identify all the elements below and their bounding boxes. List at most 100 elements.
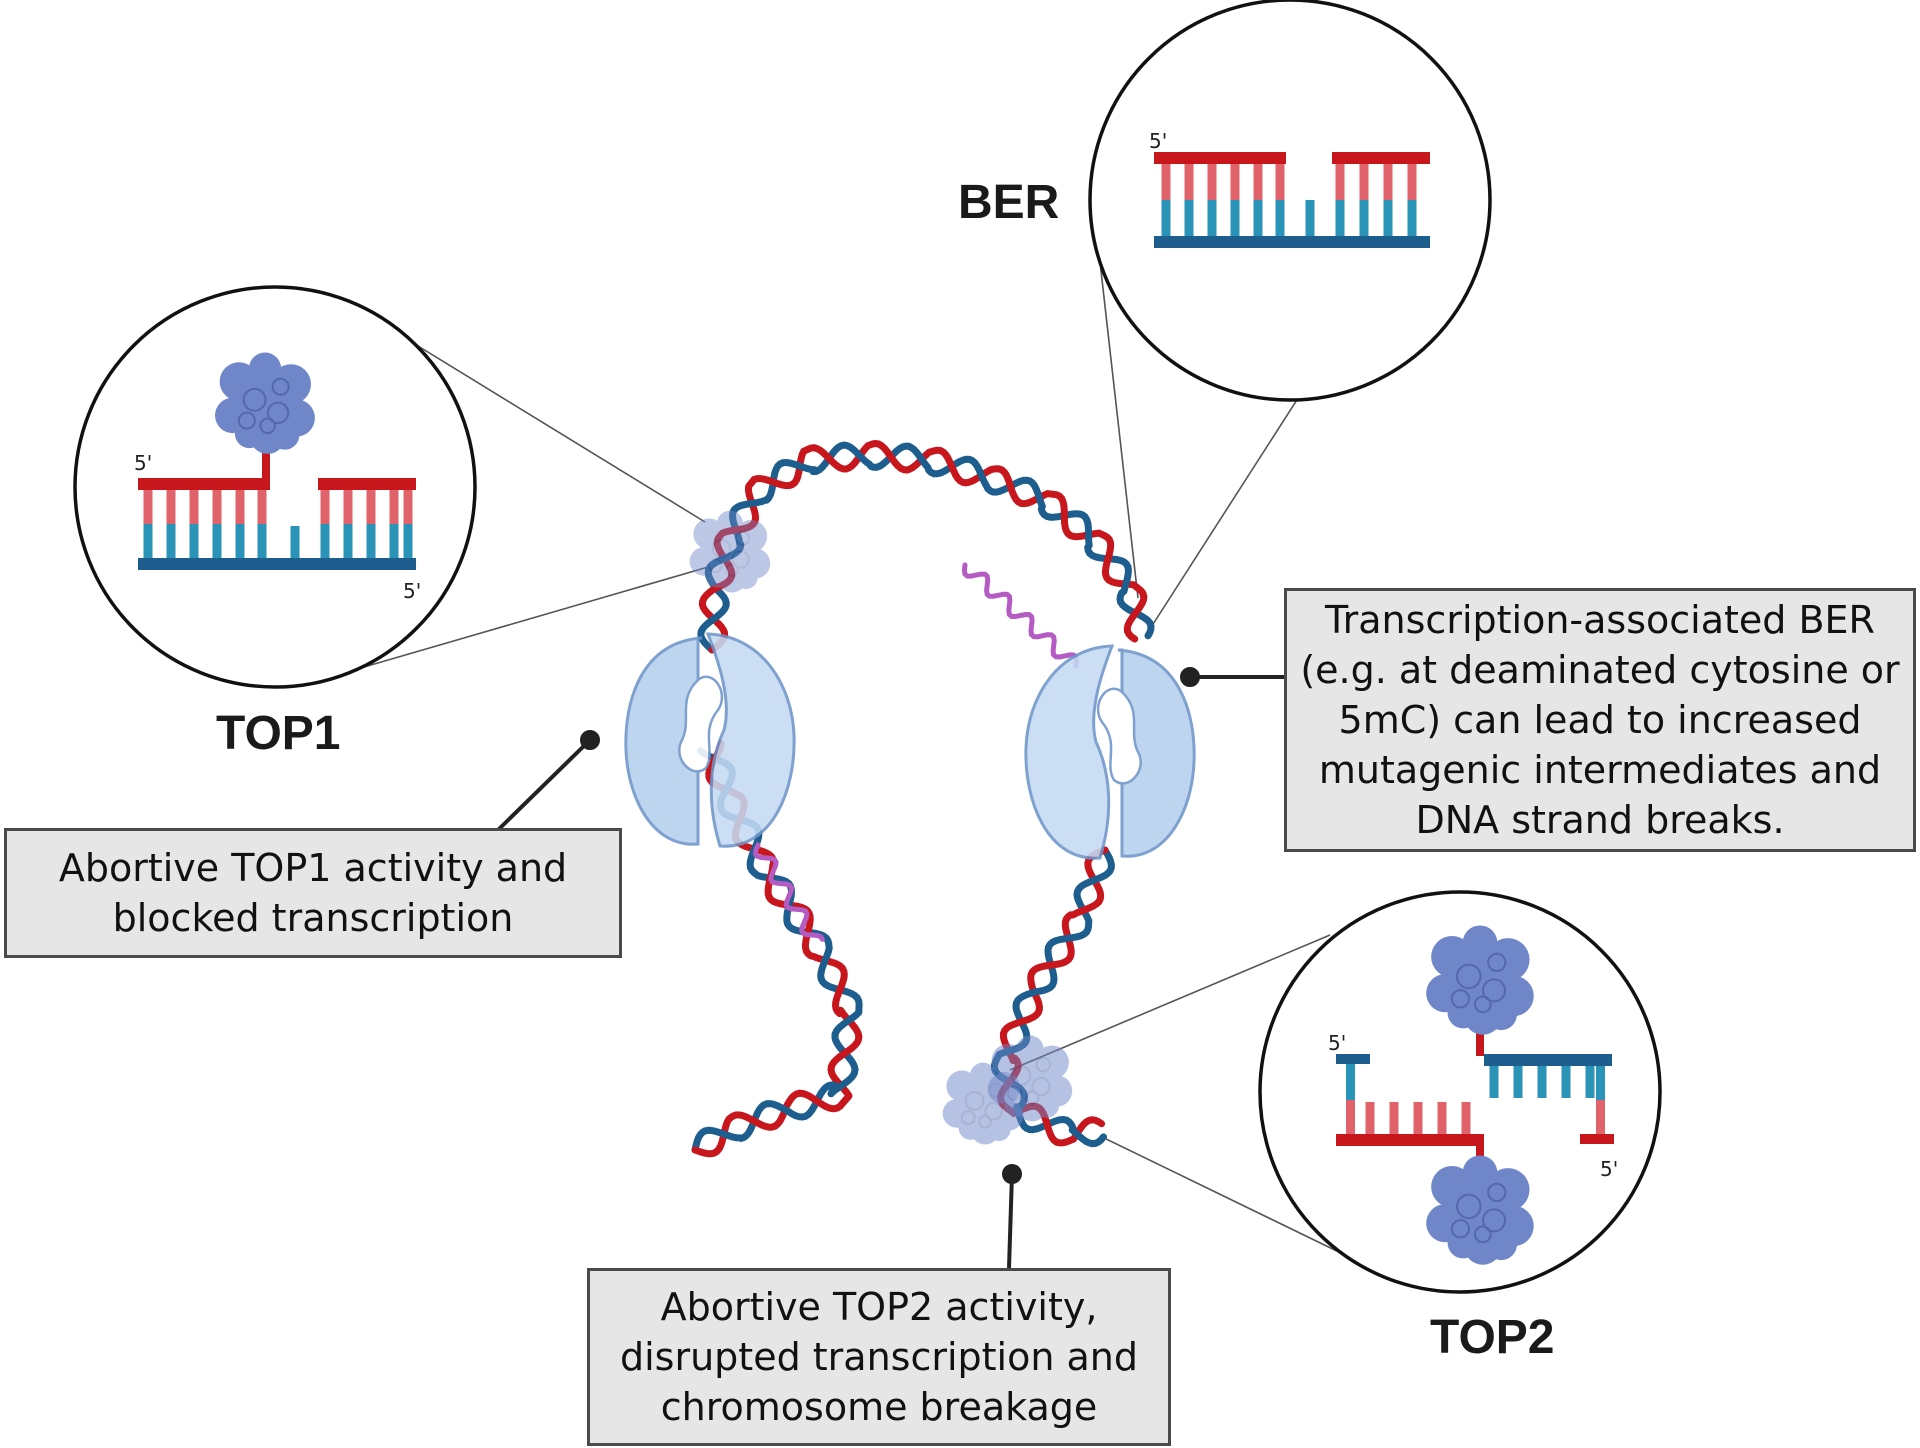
dna-base-rung xyxy=(1407,200,1417,236)
enzyme-detail xyxy=(725,562,739,577)
dna-backbone-blue xyxy=(138,558,416,570)
enzyme-detail xyxy=(711,538,732,559)
enzyme-detail xyxy=(960,1110,976,1126)
polymerase-lobe xyxy=(1024,644,1115,860)
dna-base-rung xyxy=(1537,1066,1547,1098)
dna-base-rung xyxy=(1253,200,1263,236)
box-line: DNA strand breaks. xyxy=(1415,798,1785,842)
polymerase-lobe xyxy=(1117,648,1196,858)
rna-strand xyxy=(752,842,825,942)
dna-base-rung xyxy=(1596,1066,1605,1102)
dna-base-rung xyxy=(1161,164,1171,200)
dna-base-rung xyxy=(143,524,153,558)
box-line: chromosome breakage xyxy=(660,1385,1098,1429)
dna-strand-red xyxy=(699,440,1148,654)
dna-backbone-red xyxy=(138,478,270,490)
dna-base-rung xyxy=(1365,1102,1375,1134)
dna-backbone-blue xyxy=(1336,1054,1370,1064)
dna-base-rung xyxy=(1305,200,1315,236)
five-prime-label: 5' xyxy=(403,579,421,603)
enzyme-lobe xyxy=(1034,1093,1059,1118)
dna-base-rung xyxy=(235,524,245,558)
dna-base-rung xyxy=(189,524,199,558)
enzyme-detail xyxy=(964,1090,985,1111)
enzyme-detail xyxy=(266,401,290,424)
enzyme-link xyxy=(1476,1022,1484,1056)
enzyme-lobe xyxy=(248,352,282,385)
top1-inset-dna xyxy=(138,352,416,570)
enzyme-detail xyxy=(1482,1208,1506,1233)
dna-strand-blue xyxy=(697,441,1155,654)
dna-base-rung xyxy=(1489,1066,1499,1098)
dna-base-rung xyxy=(1596,1100,1605,1134)
five-prime-label: 5' xyxy=(1600,1157,1618,1181)
top2-label: TOP2 xyxy=(1430,1311,1555,1364)
dna-base-rung xyxy=(1230,200,1240,236)
enzyme-detail xyxy=(237,411,256,430)
dna-base-rung xyxy=(1585,1066,1595,1098)
rna-polymerase-icon xyxy=(1024,644,1196,860)
top1-label: TOP1 xyxy=(216,707,341,760)
dna-base-rung xyxy=(1359,164,1369,200)
rna-polymerases xyxy=(624,632,1196,860)
top2-description-box: Abortive TOP2 activity, disrupted transc… xyxy=(587,1268,1171,1446)
enzyme-detail xyxy=(1473,1225,1492,1244)
ber-magnifier xyxy=(1088,0,1492,402)
box-line: (e.g. at deaminated cytosine or xyxy=(1300,648,1900,692)
dna-base-rung xyxy=(1346,1100,1355,1134)
dna-base-rung xyxy=(1275,200,1285,236)
enzyme-lobe xyxy=(705,564,730,588)
dna-base-rung xyxy=(1275,164,1285,200)
enzyme-detail xyxy=(1031,1076,1051,1097)
top1-magnifier xyxy=(73,285,477,689)
dna-base-rung xyxy=(1335,164,1345,200)
polymerase-channel xyxy=(678,675,724,773)
dna-backbone-red xyxy=(1154,152,1286,164)
enzyme-detail xyxy=(984,1102,1003,1121)
dna-base-rung xyxy=(1161,200,1171,236)
dna-base-rung xyxy=(1207,200,1217,236)
dna-base-rung xyxy=(403,524,413,558)
dna-strand-red xyxy=(698,440,1148,643)
dna-backbone-red xyxy=(1332,152,1430,164)
dna-base-rung xyxy=(166,490,176,524)
dna-base-rung xyxy=(257,490,267,524)
box-line: blocked transcription xyxy=(112,896,514,940)
enzyme-lobe xyxy=(1462,925,1498,961)
enzyme-detail xyxy=(1035,1056,1051,1073)
enzyme-detail xyxy=(259,417,276,435)
enzyme-lobe xyxy=(717,563,747,593)
topoisomerase-complexes xyxy=(689,510,1073,1145)
enzyme-detail xyxy=(1456,1193,1482,1220)
topoisomerase-icon xyxy=(689,510,771,593)
dna-base-rung xyxy=(1207,164,1217,200)
enzyme-lobe xyxy=(270,420,300,450)
dna-base-rung xyxy=(257,524,267,558)
enzyme-detail xyxy=(1456,963,1482,990)
pointer-lines xyxy=(496,667,1285,1269)
dna-base-rung xyxy=(320,524,330,558)
five-prime-label: 5' xyxy=(1149,129,1167,153)
box-line: Abortive TOP2 activity, xyxy=(660,1285,1098,1329)
enzyme-lobe xyxy=(1485,1228,1517,1261)
dna-base-rung xyxy=(1413,1102,1423,1134)
dna-base-rung xyxy=(389,490,399,524)
dna-backbone-red xyxy=(1580,1134,1614,1144)
dna-backbone-blue xyxy=(1484,1054,1612,1066)
enzyme-detail xyxy=(242,387,267,412)
box-line: Transcription-associated BER xyxy=(1325,598,1875,642)
dna-base-rung xyxy=(235,490,245,524)
enzyme-lobe xyxy=(1462,1155,1498,1191)
dna-base-rung xyxy=(1383,164,1393,200)
box-line: mutagenic intermediates and xyxy=(1318,748,1882,792)
enzyme-lobe xyxy=(703,526,757,580)
topoisomerase-icon xyxy=(1426,925,1534,1035)
enzyme-detail xyxy=(735,530,751,546)
enzyme-detail xyxy=(271,377,290,396)
dna-base-rung xyxy=(1346,1064,1355,1100)
enzyme-detail xyxy=(1450,1219,1471,1239)
enzyme-detail xyxy=(1473,995,1492,1014)
dna-base-rung xyxy=(1389,1102,1399,1134)
top1-description-box: Abortive TOP1 activity and blocked trans… xyxy=(4,828,622,958)
